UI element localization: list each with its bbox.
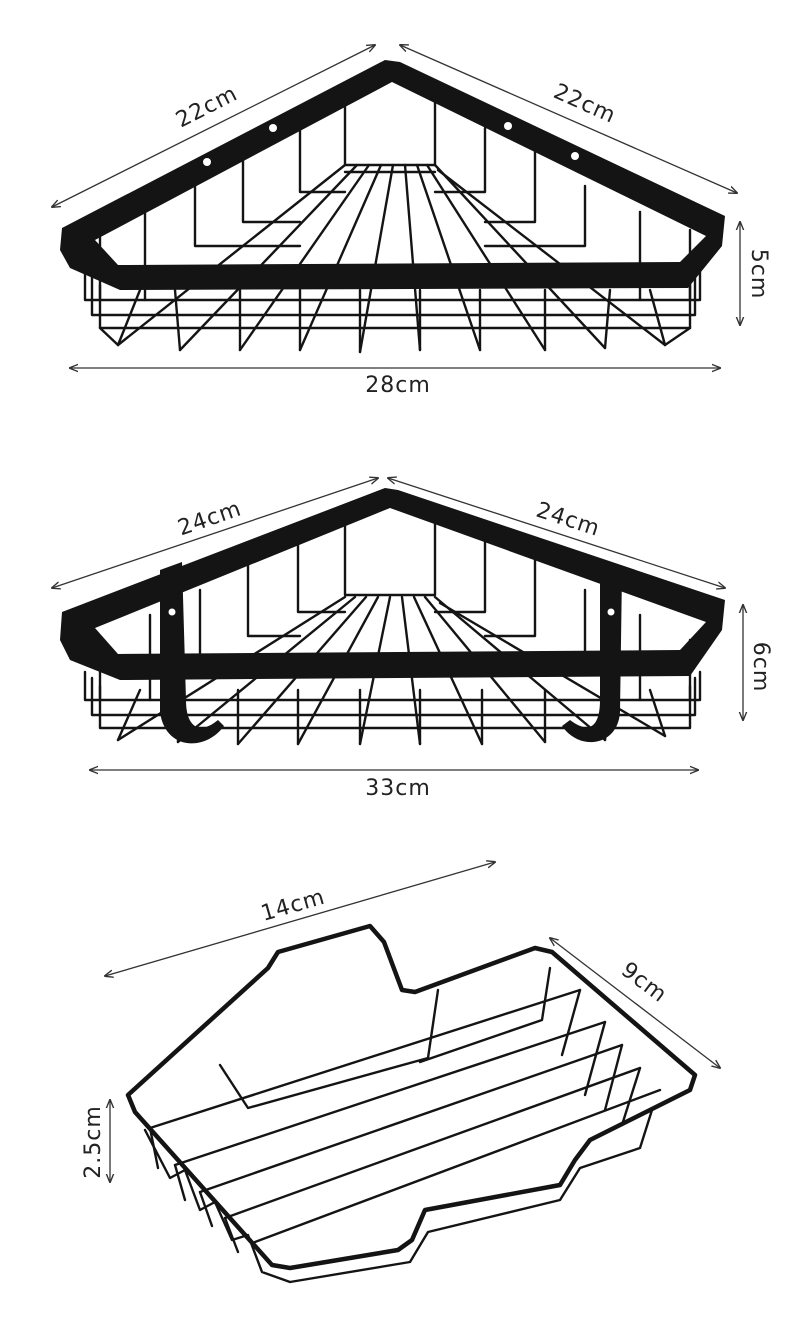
soap-dish-dimensions: 14cm 9cm 2.5cm [81, 862, 720, 1182]
shelf1-front-cage [83, 268, 702, 354]
soap-dish-top-frame [125, 923, 698, 1271]
shelf1-width-label: 28cm [365, 373, 431, 398]
soap-dish-inner-back [218, 966, 552, 1110]
shelf2-front-cage [83, 670, 702, 746]
shelf2-rim [60, 488, 725, 680]
soap-dish-length-arrow [105, 862, 495, 976]
shelf1-left-edge-arrow [52, 45, 375, 207]
shelf1-left-edge-label: 22cm [172, 81, 242, 133]
soap-dish-bottom-frame [143, 1108, 654, 1284]
large-corner-shelf [60, 488, 725, 746]
soap-dish-depth-label: 9cm [616, 958, 671, 1008]
shelf2-brackets [160, 562, 622, 744]
shelf2-left-edge-arrow [52, 478, 378, 588]
shelf1-right-edge-label: 22cm [550, 79, 620, 128]
shelf2-width-label: 33cm [365, 776, 431, 801]
shelf1-rim [60, 60, 725, 290]
soap-dish-depth-arrow [550, 938, 720, 1068]
soap-dish-leg-wires [148, 1126, 240, 1254]
soap-dish-floor-rails [148, 988, 662, 1244]
shelf1-floor-wires [116, 163, 667, 354]
shelf1-right-edge-arrow [400, 45, 737, 193]
shelf2-height-label: 6cm [748, 642, 773, 693]
soap-dish-height-label: 2.5cm [81, 1105, 106, 1179]
shelf1-height-label: 5cm [746, 249, 771, 300]
shelf2-right-edge-label: 24cm [533, 498, 603, 542]
soap-dish [125, 923, 698, 1284]
small-corner-shelf [60, 60, 725, 354]
shelf2-right-edge-arrow [388, 478, 725, 588]
